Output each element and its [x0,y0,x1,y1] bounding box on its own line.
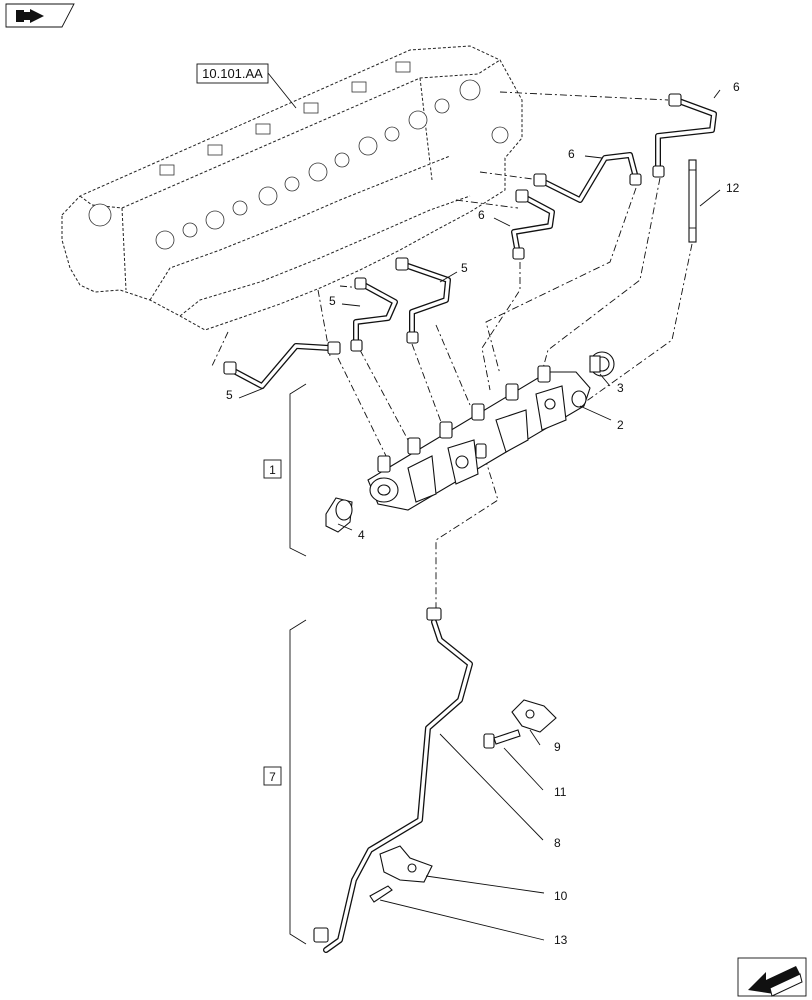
stud-bolt [688,159,697,243]
callout-9: 9 [554,740,561,754]
callout-5-upper: 5 [461,261,468,275]
previous-page-arrow-icon[interactable] [737,957,807,997]
leader-lines [238,89,721,941]
head-top-bosses [159,61,411,176]
group-brackets [289,383,307,945]
callout-11: 11 [554,785,567,799]
callout-1: 1 [269,463,276,477]
callout-13: 13 [554,933,568,947]
callout-6-middle: 6 [568,147,575,161]
cylinder-head [61,45,523,331]
fuel-rail [367,365,591,511]
callout-10: 10 [554,889,568,903]
callout-5-middle: 5 [329,294,336,308]
callout-6-lower: 6 [478,208,485,222]
callout-5-lower: 5 [226,388,233,402]
reference-code-box[interactable]: 10.101.AA [196,63,297,109]
group-callout-7[interactable]: 7 [263,766,282,786]
head-cavities [88,79,509,250]
clamp-bolt-lower [369,885,393,903]
reference-code: 10.101.AA [202,66,263,81]
pressure-relief-plug [589,351,615,377]
callout-12: 12 [726,181,740,195]
group-callout-1[interactable]: 1 [263,459,282,479]
callout-7: 7 [269,770,276,784]
fuel-feed-pipe [313,607,473,953]
clamp-bolt-upper [483,729,521,749]
bookmark-arrow-icon[interactable] [5,3,75,28]
pressure-sensor [325,497,353,533]
pipe-clamp-upper [511,699,557,733]
callout-4: 4 [358,528,365,542]
callout-labels: 6 6 6 12 5 5 5 3 2 4 9 11 8 10 13 [226,80,740,947]
injector-pipes [223,93,717,389]
callout-8: 8 [554,836,561,850]
callout-6-upper: 6 [733,80,740,94]
callout-2: 2 [617,418,624,432]
pipe-clamp-lower [379,845,433,883]
callout-3: 3 [617,381,624,395]
